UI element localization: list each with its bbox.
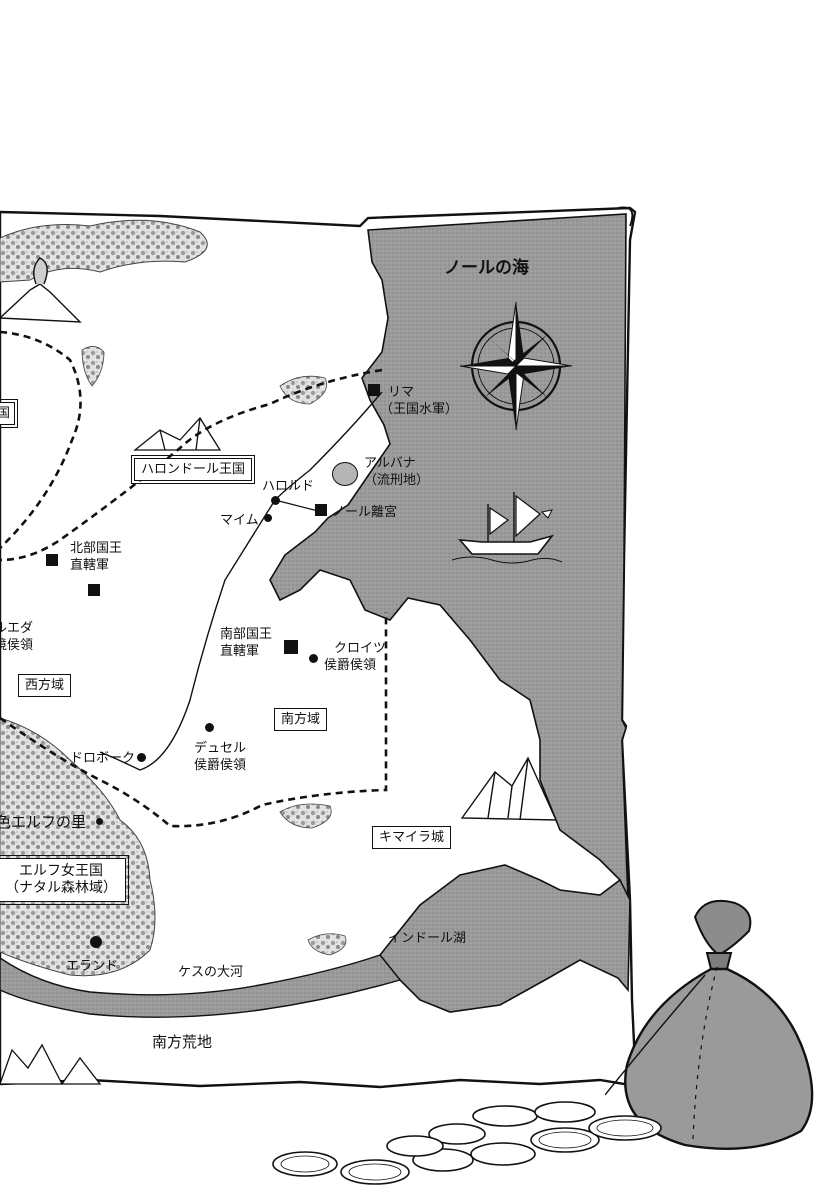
label-north-army: 北部国王 直轄軍: [70, 540, 122, 574]
north-army-note: 直轄軍: [70, 558, 110, 573]
label-dusel: デュセル 侯爵侯領: [194, 740, 246, 774]
coin-pile-icon: [272, 1101, 662, 1185]
small-forest-3: [307, 933, 347, 956]
label-harold: ハロルド: [262, 479, 315, 494]
mountain-volcano: [0, 257, 82, 323]
kroitz-note: 侯爵侯領: [324, 658, 377, 673]
indor-lake: [378, 864, 631, 1013]
marker-north-army-2: [88, 584, 100, 596]
kes-river: [0, 954, 402, 1018]
label-elf-village: 色エルフの里: [0, 813, 87, 831]
sailing-ship-icon: [452, 492, 562, 564]
compass-rose-icon: [459, 301, 573, 431]
region-box-west: 西方域: [18, 674, 72, 697]
north-army-name: 北部国王: [70, 541, 123, 556]
dusel-name: デュセル: [194, 741, 247, 756]
lima-name: リマ: [388, 385, 415, 400]
region-box-chimera-castle: キマイラ城: [372, 826, 452, 849]
label-north-sea: ノールの海: [444, 258, 529, 278]
label-maim: マイム: [220, 513, 259, 528]
road-palace: [274, 499, 323, 513]
label-albana: アルバナ （流刑地）: [364, 455, 429, 489]
marker-elf-village: [96, 818, 103, 825]
marker-kroitz: [309, 654, 318, 663]
marker-dusel: [205, 723, 214, 732]
lima-note: （王国水軍）: [380, 402, 459, 417]
marker-noel-palace: [315, 504, 327, 516]
marker-albana-island: [332, 462, 358, 486]
marker-south-army: [284, 640, 298, 654]
small-forest-2: [279, 803, 332, 829]
kroitz-name: クロイツ: [334, 641, 387, 656]
parchment-curl: [617, 206, 634, 227]
south-border: [0, 612, 388, 828]
marker-maim: [264, 514, 272, 522]
road-east: [99, 391, 383, 771]
west-border: [0, 330, 82, 549]
reeda-name: ルエダ: [0, 621, 34, 636]
label-reeda: ルエダ 境侯領: [0, 620, 33, 654]
elf-kingdom-name: エルフ女王国: [19, 863, 103, 879]
marker-harold: [271, 496, 280, 505]
label-noel-palace: ノール離宮: [332, 505, 398, 520]
label-erand: エランド: [66, 959, 119, 974]
label-southern-wasteland: 南方荒地: [152, 1033, 213, 1051]
label-lima: リマ （王国水軍）: [380, 384, 458, 418]
reeda-note: 境侯領: [0, 638, 34, 653]
region-box-south: 南方域: [274, 708, 328, 731]
label-south-army: 南部国王 直轄軍: [220, 626, 272, 660]
mountains-southeast: [460, 756, 558, 821]
label-kes-river: ケスの大河: [178, 965, 244, 980]
marker-dorobork: [137, 753, 146, 762]
label-kroitz: クロイツ 侯爵侯領: [324, 640, 386, 674]
northwest-forest: [0, 219, 208, 283]
money-bag-icon: [605, 899, 814, 1150]
marker-lima: [368, 384, 380, 396]
marker-erand: [90, 936, 102, 948]
dusel-note: 侯爵侯領: [194, 758, 247, 773]
mountains-southwest: [0, 1043, 102, 1085]
elf-kingdom-subname: （ナタル森林域）: [5, 880, 117, 896]
mountains-north: [133, 416, 222, 451]
region-box-elf-kingdom: エルフ女王国 （ナタル森林域）: [0, 855, 129, 905]
albana-note: （流刑地）: [364, 473, 430, 488]
label-indor-lake: インドール湖: [388, 931, 467, 946]
marker-north-army: [46, 554, 58, 566]
small-forest-4: [81, 346, 105, 387]
albana-name: アルバナ: [364, 456, 416, 471]
small-forest-1: [279, 375, 328, 405]
south-army-note: 直轄軍: [220, 644, 260, 659]
elf-forest: [0, 717, 156, 977]
kingdom-border: [0, 368, 383, 562]
region-box-kingdom: ハロンドール王国: [130, 455, 256, 484]
region-box-left-edge: 国: [0, 399, 19, 428]
south-army-name: 南部国王: [220, 627, 273, 642]
label-dorobork: ドロボーク: [70, 751, 136, 766]
